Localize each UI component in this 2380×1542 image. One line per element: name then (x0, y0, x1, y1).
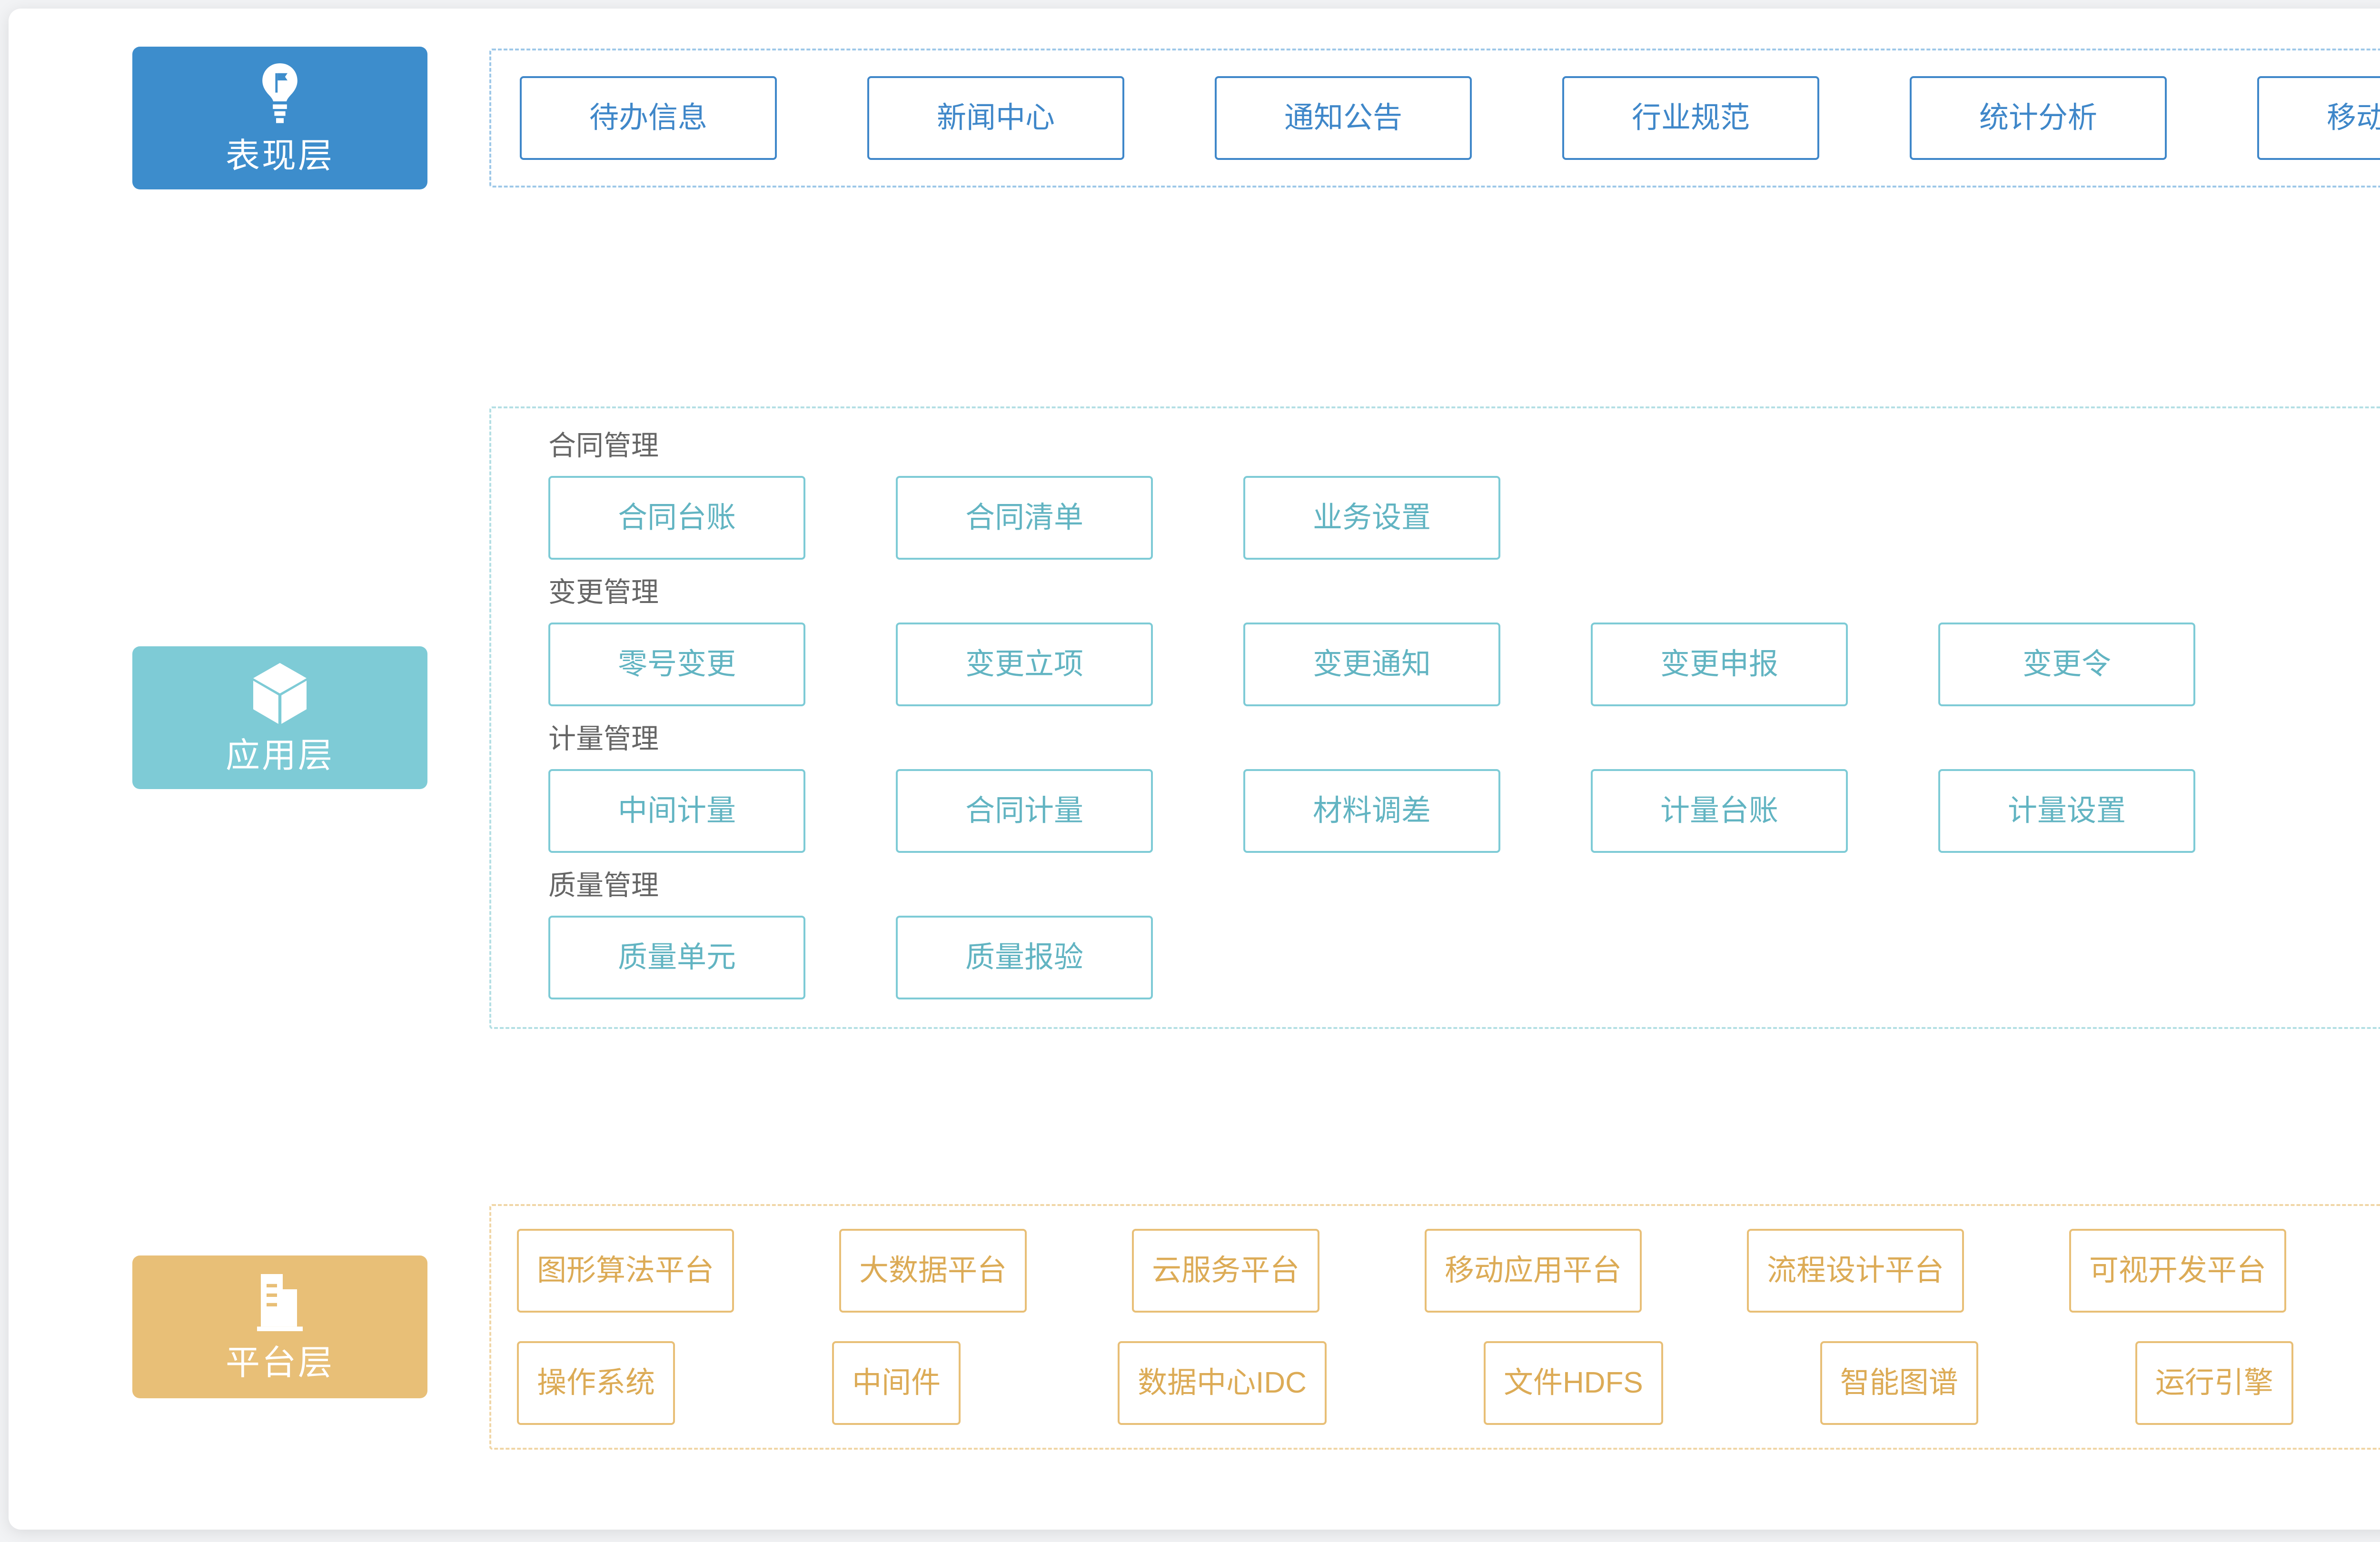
platform-layer-panel: 图形算法平台 大数据平台 云服务平台 移动应用平台 流程设计平台 可视开发平台 … (489, 1204, 2380, 1450)
platform-item-top-1[interactable]: 大数据平台 (839, 1229, 1027, 1313)
platform-item-bottom-2[interactable]: 数据中心IDC (1118, 1341, 1327, 1425)
platform-item-bottom-1[interactable]: 中间件 (832, 1341, 961, 1425)
application-item-measurement-0[interactable]: 中间计量 (548, 769, 805, 853)
group-items-row: 零号变更 变更立项 变更通知 变更申报 变更令 (548, 623, 2380, 706)
group-items-row: 质量单元 质量报验 (548, 916, 2380, 999)
platform-item-bottom-4[interactable]: 智能图谱 (1820, 1341, 1978, 1425)
layer-label: 平台层 (225, 1344, 334, 1382)
application-item-contract-1[interactable]: 合同清单 (896, 476, 1153, 560)
platform-item-top-2[interactable]: 云服务平台 (1131, 1229, 1319, 1313)
application-item-change-2[interactable]: 变更通知 (1243, 623, 1500, 706)
platform-row-bottom: 操作系统 中间件 数据中心IDC 文件HDFS 智能图谱 运行引擎 信息安全 (517, 1341, 2380, 1425)
group-items-row: 中间计量 合同计量 材料调差 计量台账 计量设置 (548, 769, 2380, 853)
group-title: 计量管理 (548, 723, 659, 754)
application-item-quality-1[interactable]: 质量报验 (896, 916, 1153, 999)
layer-label: 表现层 (225, 137, 334, 175)
application-group-contract: 合同管理 合同台账 合同清单 业务设置 (520, 432, 2380, 560)
platform-item-top-0[interactable]: 图形算法平台 (517, 1229, 734, 1313)
layer-badge-platform[interactable]: 平台层 (132, 1255, 427, 1398)
presentation-item-5[interactable]: 移动应用 (2257, 76, 2380, 160)
presentation-layer-panel: 待办信息 新闻中心 通知公告 行业规范 统计分析 移动应用 (489, 49, 2380, 188)
application-item-contract-0[interactable]: 合同台账 (548, 476, 805, 560)
lightbulb-icon (257, 63, 303, 127)
application-layer-panel: 合同管理 合同台账 合同清单 业务设置 变更管理 零号变更 变更立项 变更通知 … (489, 406, 2380, 1029)
application-item-quality-0[interactable]: 质量单元 (548, 916, 805, 999)
application-group-change: 变更管理 零号变更 变更立项 变更通知 变更申报 变更令 (520, 579, 2380, 706)
presentation-item-2[interactable]: 通知公告 (1215, 76, 1472, 160)
platform-item-bottom-3[interactable]: 文件HDFS (1483, 1341, 1663, 1425)
presentation-layer-row: 表现层 待办信息 新闻中心 通知公告 行业规范 统计分析 移动应用 (132, 42, 2380, 194)
layer-badge-application[interactable]: 应用层 (132, 646, 427, 789)
application-group-measurement: 计量管理 中间计量 合同计量 材料调差 计量台账 计量设置 (520, 725, 2380, 853)
layer-label: 应用层 (225, 736, 334, 775)
presentation-item-0[interactable]: 待办信息 (520, 76, 777, 160)
building-icon (255, 1274, 305, 1334)
application-item-change-3[interactable]: 变更申报 (1591, 623, 1848, 706)
application-item-measurement-4[interactable]: 计量设置 (1938, 769, 2195, 853)
platform-item-bottom-0[interactable]: 操作系统 (517, 1341, 675, 1425)
presentation-item-1[interactable]: 新闻中心 (867, 76, 1124, 160)
presentation-item-4[interactable]: 统计分析 (1910, 76, 2167, 160)
architecture-diagram-card: 表现层 待办信息 新闻中心 通知公告 行业规范 统计分析 移动应用 (9, 9, 2380, 1530)
platform-item-top-5[interactable]: 可视开发平台 (2069, 1229, 2286, 1313)
platform-layer-row: 平台层 图形算法平台 大数据平台 云服务平台 移动应用平台 流程设计平台 可视开… (132, 1179, 2380, 1474)
application-item-change-4[interactable]: 变更令 (1938, 623, 2195, 706)
presentation-item-3[interactable]: 行业规范 (1562, 76, 1819, 160)
application-item-change-1[interactable]: 变更立项 (896, 623, 1153, 706)
application-item-measurement-2[interactable]: 材料调差 (1243, 769, 1500, 853)
presentation-items-row: 待办信息 新闻中心 通知公告 行业规范 统计分析 移动应用 (520, 76, 2380, 160)
group-title: 质量管理 (548, 870, 659, 901)
layer-badge-presentation[interactable]: 表现层 (132, 47, 427, 189)
application-item-measurement-3[interactable]: 计量台账 (1591, 769, 1848, 853)
platform-item-bottom-5[interactable]: 运行引擎 (2135, 1341, 2293, 1425)
cube-icon (253, 662, 307, 726)
group-title: 变更管理 (548, 577, 659, 608)
application-layer-row: 应用层 合同管理 合同台账 合同清单 业务设置 变更管理 零号变更 变更立项 变… (132, 304, 2380, 1132)
platform-item-top-3[interactable]: 移动应用平台 (1424, 1229, 1642, 1313)
application-item-contract-2[interactable]: 业务设置 (1243, 476, 1500, 560)
platform-item-top-4[interactable]: 流程设计平台 (1746, 1229, 1964, 1313)
group-items-row: 合同台账 合同清单 业务设置 (548, 476, 2380, 560)
group-title: 合同管理 (548, 430, 659, 461)
application-item-change-0[interactable]: 零号变更 (548, 623, 805, 706)
platform-row-top: 图形算法平台 大数据平台 云服务平台 移动应用平台 流程设计平台 可视开发平台 … (517, 1229, 2380, 1313)
application-group-quality: 质量管理 质量单元 质量报验 (520, 872, 2380, 999)
application-item-measurement-1[interactable]: 合同计量 (896, 769, 1153, 853)
